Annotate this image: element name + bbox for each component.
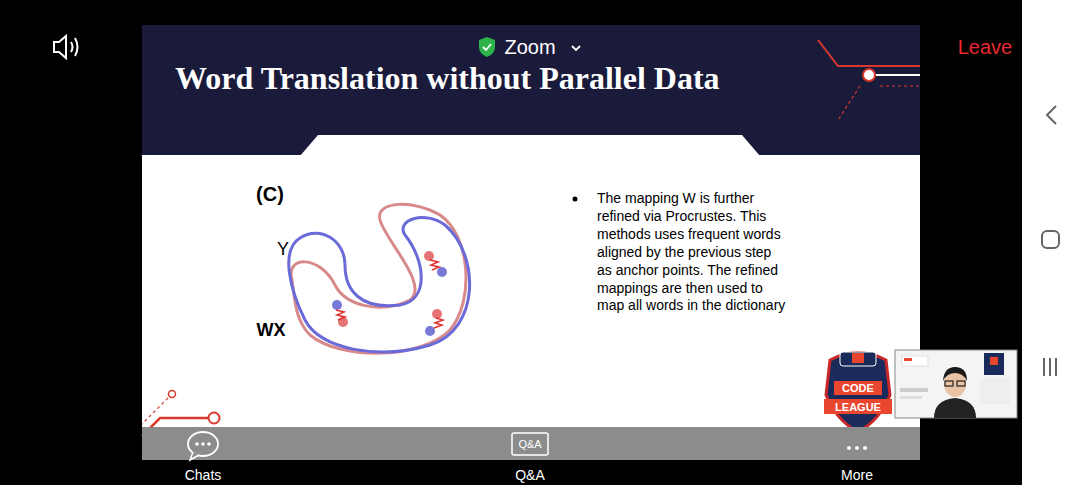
logo-text: CODE (842, 381, 874, 395)
control-bar (142, 427, 920, 460)
video-thumbnail (895, 350, 1017, 418)
toolbar-label: Q&A (515, 467, 545, 485)
y-outline (289, 218, 470, 352)
manifold-label: WX (257, 319, 286, 342)
bullet-text: The mapping W is further refined via Pro… (597, 190, 787, 315)
logo-text: LEAGUE (835, 400, 881, 414)
manifold-label: Y (277, 238, 289, 261)
toolbar-label: Chats (185, 467, 222, 485)
qa-icon-text: Q&A (518, 437, 541, 451)
wx-outline (291, 204, 466, 353)
slide-header (142, 25, 920, 160)
nav-bar (1022, 0, 1080, 485)
slide-body (142, 155, 920, 427)
panel-label: (C) (256, 182, 284, 208)
slide-title: Word Translation without Parallel Data (175, 60, 720, 97)
code-league-logo (824, 352, 892, 432)
app-name: Zoom (504, 35, 555, 61)
toolbar-label: More (841, 467, 873, 485)
leave-button: Leave (958, 35, 1013, 61)
